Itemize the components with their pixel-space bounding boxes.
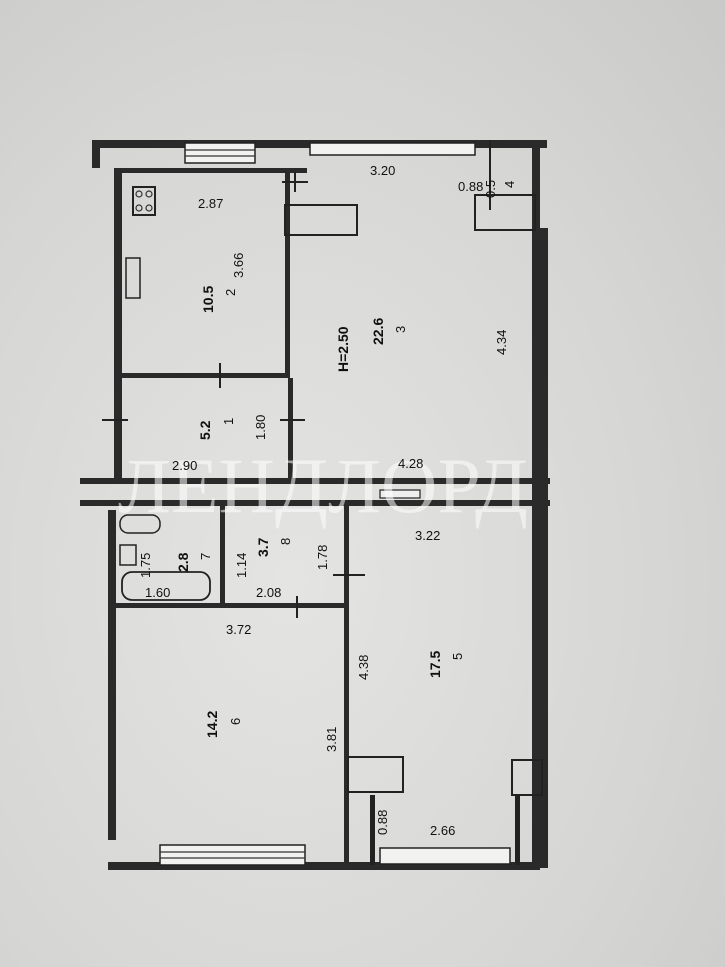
dim-1-14: 1.14	[234, 553, 249, 578]
dim-1-60: 1.60	[145, 585, 170, 600]
room-4-area: 0.5	[483, 180, 498, 198]
room-8-number: 8	[278, 538, 293, 545]
room-2-area: 10.5	[200, 286, 216, 313]
dim-2-08: 2.08	[256, 585, 281, 600]
watermark: ЛЕНДЛОРД	[118, 442, 528, 529]
dimension-ticks	[102, 140, 491, 618]
dim-2-87: 2.87	[198, 196, 223, 211]
dim-1-75: 1.75	[138, 553, 153, 578]
dim-2-90: 2.90	[172, 458, 197, 473]
room-6-number: 6	[228, 718, 243, 725]
dim-3-81: 3.81	[324, 727, 339, 752]
room-3-number: 3	[393, 326, 408, 333]
dim-3-72: 3.72	[226, 622, 251, 637]
dim-4-34: 4.34	[494, 330, 509, 355]
room-7-number: 7	[198, 553, 213, 560]
dim-3-22: 3.22	[415, 528, 440, 543]
dim-4-38: 4.38	[356, 655, 371, 680]
room-4-number: 4	[502, 181, 517, 188]
ceiling-height-label: H=2.50	[335, 326, 351, 372]
dim-4-28: 4.28	[398, 456, 423, 471]
room-3-area: 22.6	[370, 318, 386, 345]
dim-3-20: 3.20	[370, 163, 395, 178]
dim-0-88-bottom: 0.88	[375, 810, 390, 835]
dim-0-88-top: 0.88	[458, 179, 483, 194]
fixtures	[119, 186, 421, 601]
room-5-number: 5	[450, 653, 465, 660]
dimension-labels: 2.87 3.66 3.20 0.88 4.34 1.80 2.90 4.28 …	[138, 163, 509, 838]
room-1-area: 5.2	[197, 420, 213, 440]
room-6-area: 14.2	[204, 711, 220, 738]
room-7-area: 2.8	[175, 552, 191, 572]
room-8-area: 3.7	[255, 537, 271, 557]
windows	[159, 142, 511, 866]
dim-1-80: 1.80	[253, 415, 268, 440]
dim-2-66: 2.66	[430, 823, 455, 838]
interior-walls	[116, 168, 543, 865]
room-5-area: 17.5	[427, 651, 443, 678]
room-1-number: 1	[221, 418, 236, 425]
dim-3-66: 3.66	[231, 253, 246, 278]
dim-1-78: 1.78	[315, 545, 330, 570]
room-labels: 2 10.5 3 22.6 4 0.5 1 5.2 8 3.7 7 2.8 5 …	[175, 180, 517, 738]
room-2-number: 2	[223, 289, 238, 296]
